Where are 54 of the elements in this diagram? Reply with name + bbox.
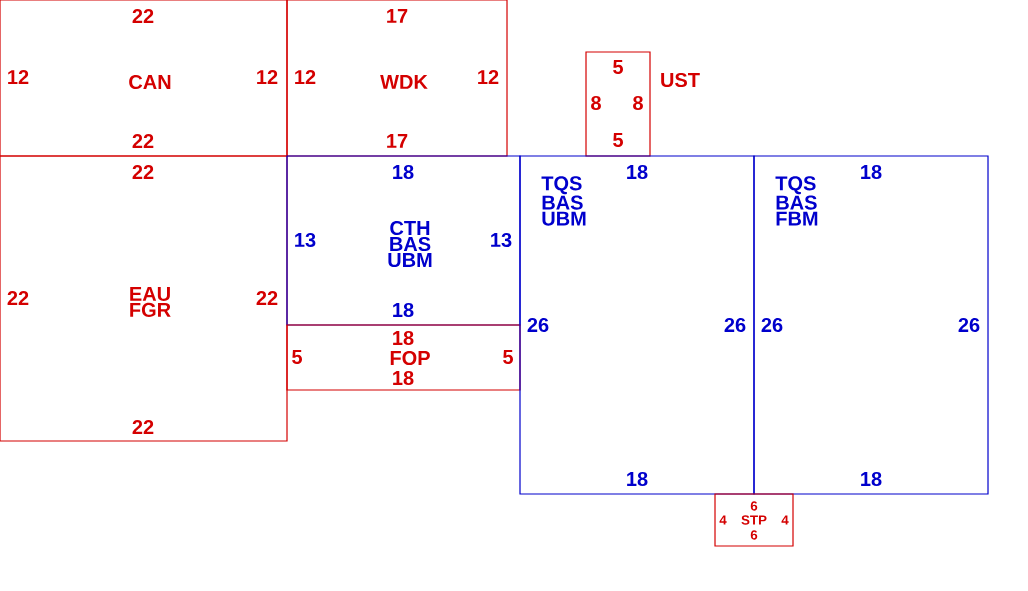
room-name: TQS BAS UBM (541, 176, 586, 226)
dimension-label: 18 (861, 164, 882, 180)
room-box (585, 51, 700, 157)
dimension-label: 12 (257, 70, 278, 84)
room-box (286, 0, 508, 157)
dimension-label: 22 (132, 9, 154, 23)
dimension-label: 12 (295, 70, 316, 84)
room-box (286, 155, 521, 326)
dimension-label: 18 (393, 302, 414, 318)
dimension-label: 6 (750, 530, 758, 540)
room-box (714, 493, 794, 547)
dimension-label: 18 (627, 471, 648, 487)
room-name: FOP (390, 350, 430, 366)
room-box (286, 324, 521, 391)
dimension-label: 22 (256, 291, 278, 305)
dimension-label: 22 (132, 420, 154, 434)
room-box (0, 0, 288, 157)
dimension-label: 5 (613, 60, 623, 74)
dimension-label: 4 (719, 515, 727, 525)
room-name: WDK (380, 75, 428, 89)
room-name: STP (741, 515, 767, 525)
dimension-label: 6 (750, 501, 758, 511)
dimension-label: 26 (724, 317, 746, 333)
dimension-label: 22 (132, 165, 154, 179)
room-name: TQS BAS FBM (775, 176, 818, 226)
dimension-label: 18 (861, 471, 882, 487)
dimension-label: 22 (7, 291, 29, 305)
dimension-label: 13 (491, 232, 512, 248)
dimension-label: 12 (478, 70, 499, 84)
dimension-label: 18 (393, 330, 414, 346)
dimension-label: 18 (393, 370, 414, 386)
dimension-label: 22 (132, 134, 154, 148)
dimension-label: 5 (503, 350, 513, 364)
room-box (753, 155, 989, 495)
dimension-label: 5 (292, 350, 302, 364)
room-name: CAN (129, 74, 171, 90)
dimension-label: 8 (591, 95, 601, 111)
room-name: EAU FGR (130, 287, 171, 317)
dimension-label: 26 (527, 317, 549, 333)
dimension-label: 18 (393, 164, 414, 180)
dimension-label: 8 (633, 95, 643, 111)
dimension-label: 12 (8, 70, 29, 84)
dimension-label: 17 (387, 9, 408, 23)
dimension-label: 26 (958, 317, 980, 333)
room-box (519, 155, 755, 495)
room-box (0, 155, 288, 442)
dimension-label: 4 (781, 515, 789, 525)
dimension-label: 5 (613, 133, 623, 147)
dimension-label: 26 (761, 317, 783, 333)
room-name: UST (661, 72, 700, 88)
dimension-label: 13 (295, 232, 316, 248)
dimension-label: 17 (387, 134, 408, 148)
room-name: CTH BAS UBM (388, 220, 432, 268)
dimension-label: 18 (627, 164, 648, 180)
